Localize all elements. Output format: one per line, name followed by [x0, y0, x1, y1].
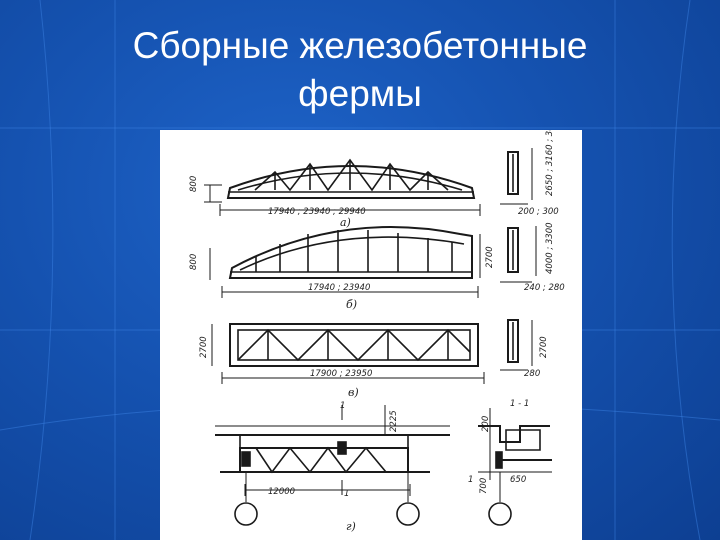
- truss-d-section-mark-top: 1: [340, 401, 345, 411]
- truss-a-span-label: 17940 ; 23940 ; 29940: [268, 207, 366, 217]
- truss-c-span-label: 17900 ; 23950: [310, 369, 372, 379]
- truss-a-section-height-label: 2650 ; 3160 ; 3675: [545, 130, 555, 196]
- truss-d-section-mark-bottom: 1: [344, 489, 349, 499]
- truss-d-detail-dim-2: 650: [510, 475, 526, 485]
- truss-d-caption: г): [346, 520, 356, 533]
- truss-d-section-title: 1 - 1: [510, 399, 529, 409]
- truss-c-section-width-label: 280: [524, 369, 540, 379]
- truss-b: [209, 226, 537, 298]
- slide-title-line-1: Сборные железобетонные: [132, 25, 588, 66]
- truss-c-height-label: 2700: [199, 336, 209, 358]
- truss-d-detail-height-label: 200: [481, 416, 491, 432]
- truss-c: [211, 319, 533, 384]
- truss-b-section-width-label: 240 ; 280: [524, 283, 565, 293]
- truss-b-height-label: 800: [189, 254, 199, 270]
- truss-b-span-label: 17940 ; 23940: [308, 283, 370, 293]
- truss-d-detail-dim-1: 700: [479, 478, 489, 494]
- truss-b-mid-height-label: 2700: [485, 246, 495, 268]
- truss-d-span-label: 12000: [268, 487, 295, 497]
- truss-c-caption: в): [348, 386, 359, 399]
- truss-a-caption: а): [340, 216, 351, 229]
- truss-a-section-width-label: 200 ; 300: [518, 207, 559, 217]
- truss-d-detail-bottom-label: 1: [468, 475, 473, 485]
- slide-title-line-2: фермы: [298, 73, 422, 114]
- truss-b-caption: б): [346, 298, 357, 311]
- truss-b-section-height-label: 4000 ; 3300: [545, 222, 555, 274]
- truss-d-height-label: 2225: [389, 410, 399, 432]
- slide-title: Сборные железобетонные фермы: [0, 22, 720, 118]
- truss-a-height-label: 800: [189, 176, 199, 192]
- truss-drawing: 800 17940 ; 23940 ; 29940 а) 2650 ; 3160…: [160, 130, 582, 540]
- truss-c-section-height-label: 2700: [539, 336, 549, 358]
- truss-a: [204, 148, 533, 216]
- truss-drawing-svg: 800 17940 ; 23940 ; 29940 а) 2650 ; 3160…: [189, 130, 565, 533]
- truss-d: [215, 405, 552, 526]
